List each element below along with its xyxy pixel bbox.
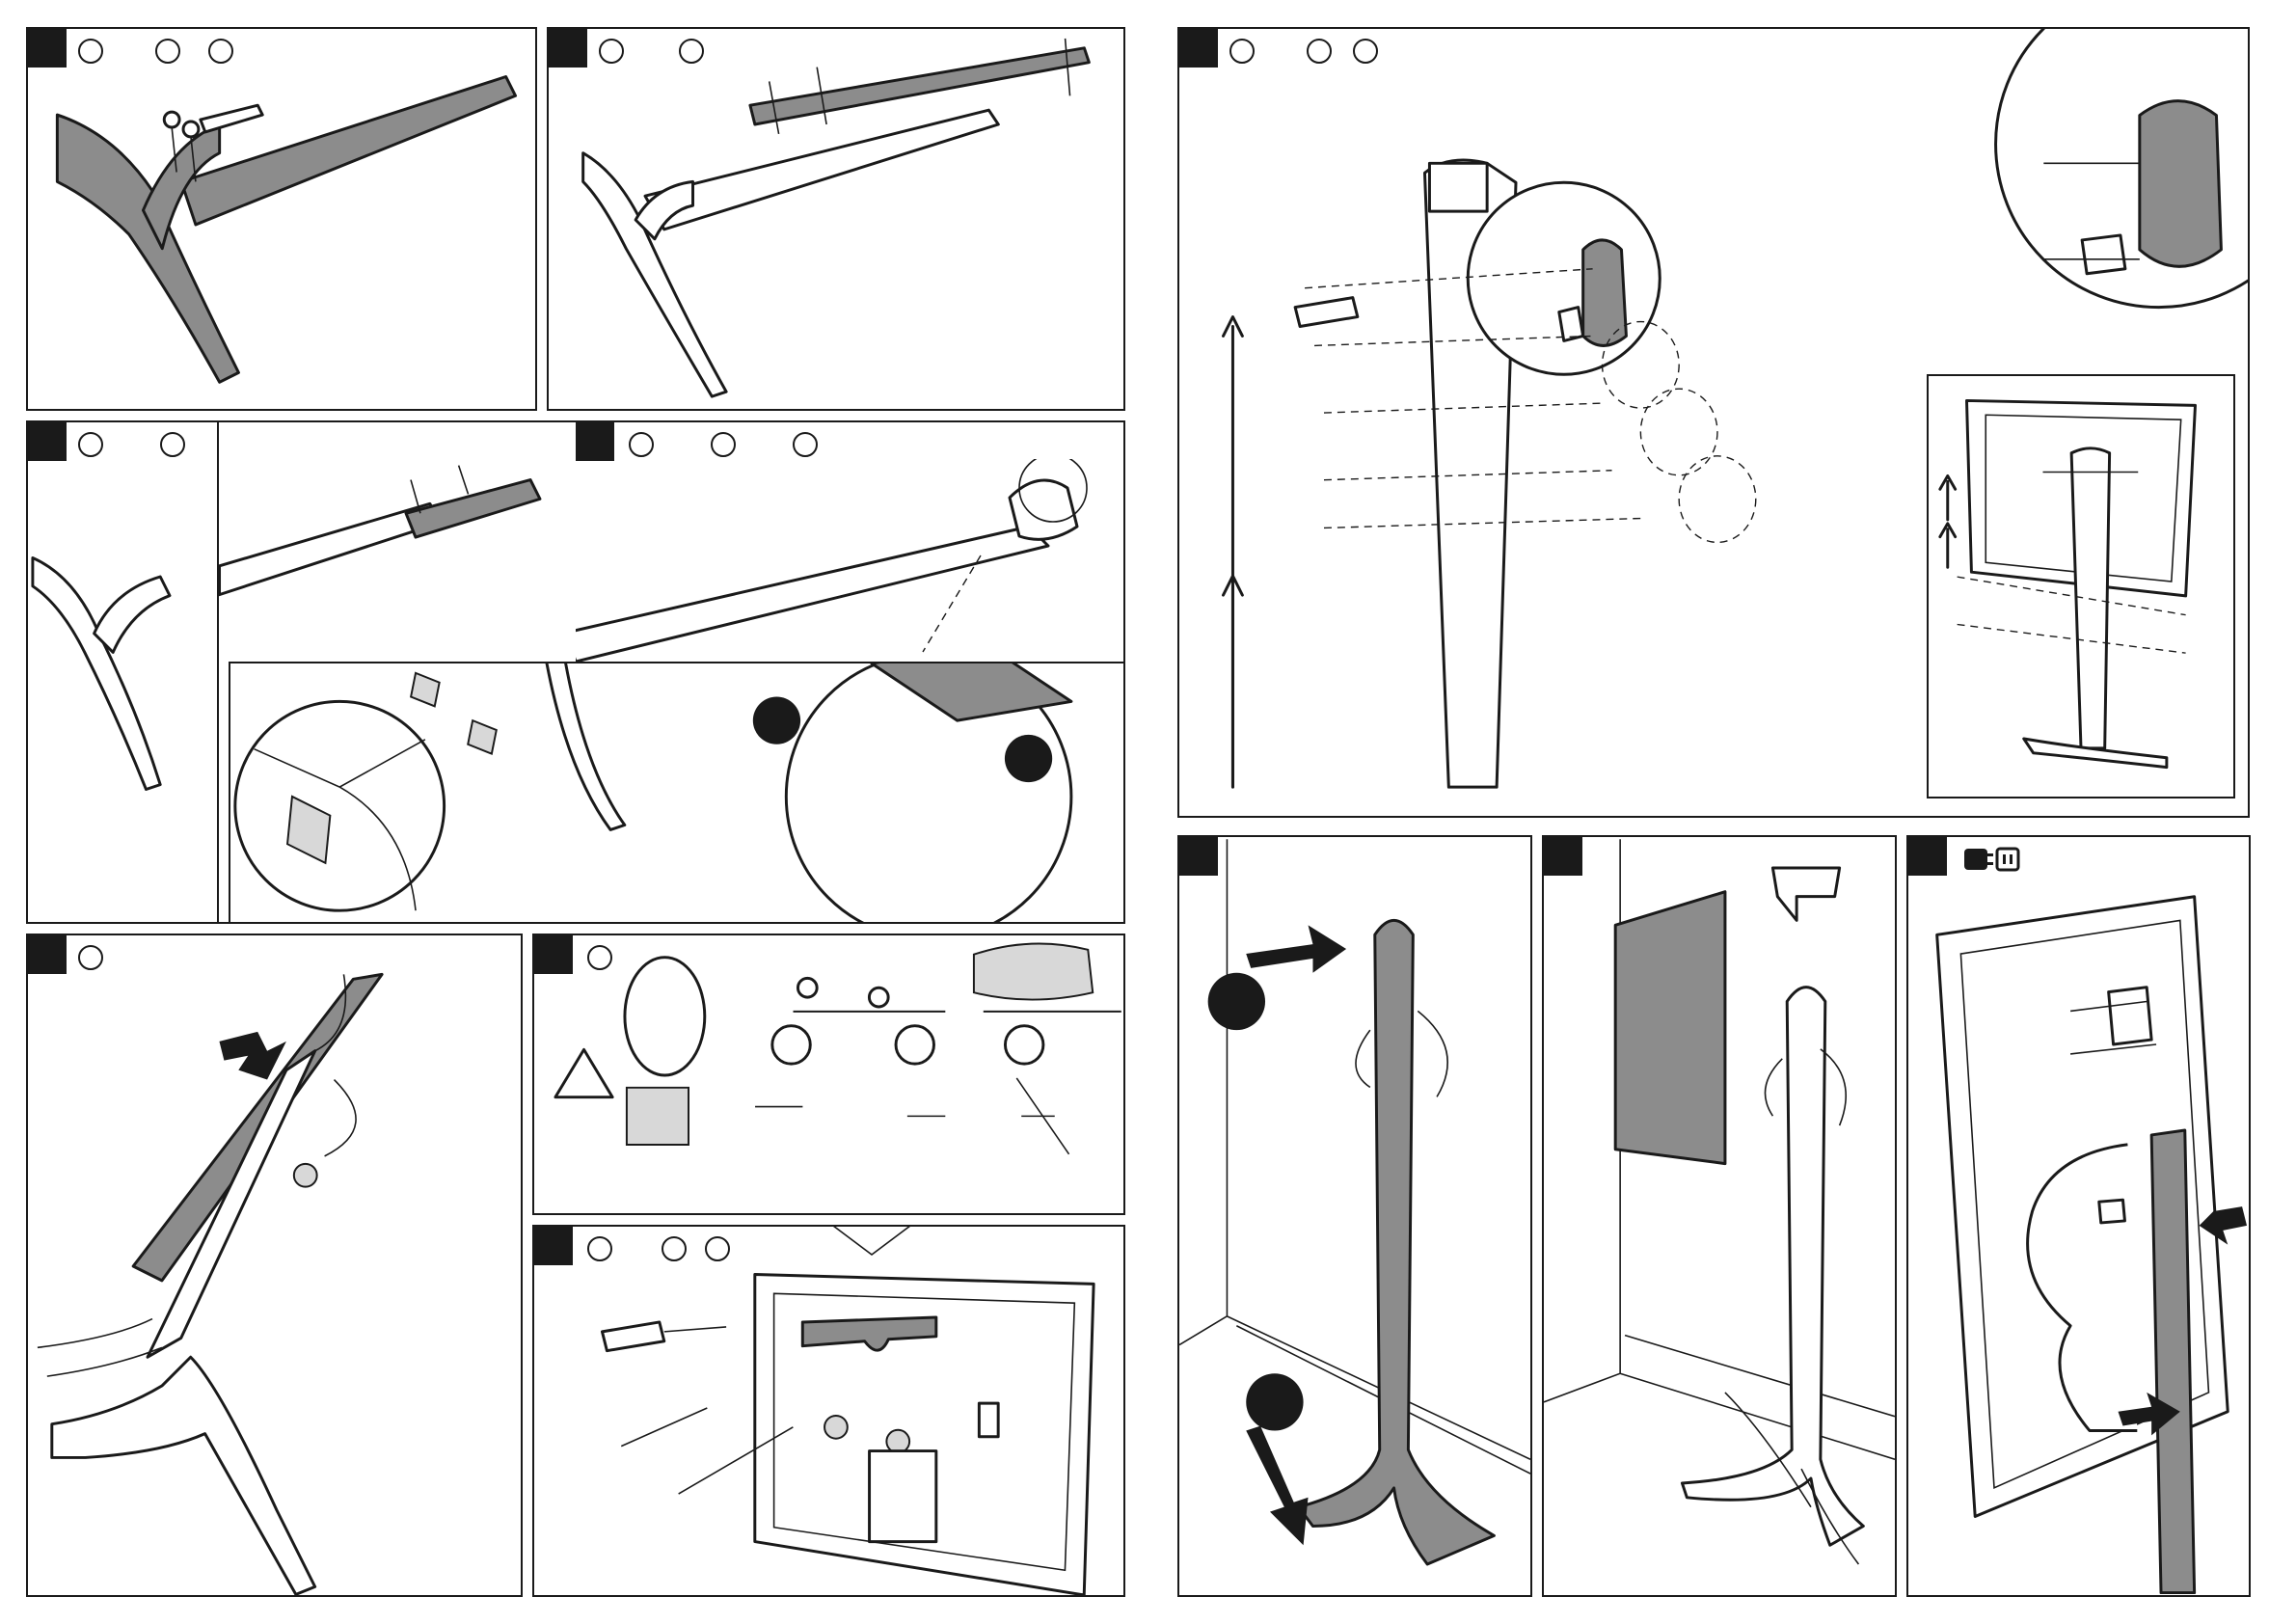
arrow-down-icon — [833, 1225, 910, 1254]
step-panel-b — [547, 27, 1125, 411]
stand-placement-illustration — [1179, 837, 1530, 1595]
step-panel-i — [1177, 835, 1532, 1597]
stand-top-illustration — [576, 459, 1125, 663]
step-panel-g — [532, 1225, 1125, 1597]
step-panel-d-top — [576, 459, 1125, 663]
step-panel-a — [26, 27, 537, 411]
cable-routing-illustration — [28, 935, 521, 1595]
step-panel-j — [1542, 835, 1897, 1597]
step-panel-k — [1906, 835, 2251, 1597]
step-number-tab — [576, 422, 614, 461]
rail-mount-illustration — [549, 29, 1123, 409]
tv-back-bracket-illustration — [534, 1227, 1123, 1595]
screw-selection-illustration — [534, 935, 1123, 1213]
part-slot — [629, 432, 654, 457]
tv-on-stand-illustration — [1929, 376, 2233, 797]
tv-on-stand-inset — [1927, 374, 2235, 798]
foot-pad-detail-illustration — [230, 663, 1123, 922]
step-panel-d-detail — [229, 662, 1125, 924]
step-panel-h — [1177, 27, 2250, 818]
step-panel-c — [26, 420, 219, 924]
part-slot — [793, 432, 818, 457]
tv-hang-illustration — [1908, 837, 2249, 1595]
step-panel-e — [26, 934, 523, 1597]
cover-plate-illustration — [28, 422, 217, 922]
step-panel-f — [532, 934, 1125, 1215]
stand-against-wall-illustration — [1544, 837, 1895, 1595]
part-slot — [711, 432, 736, 457]
base-plate-illustration — [28, 29, 535, 409]
